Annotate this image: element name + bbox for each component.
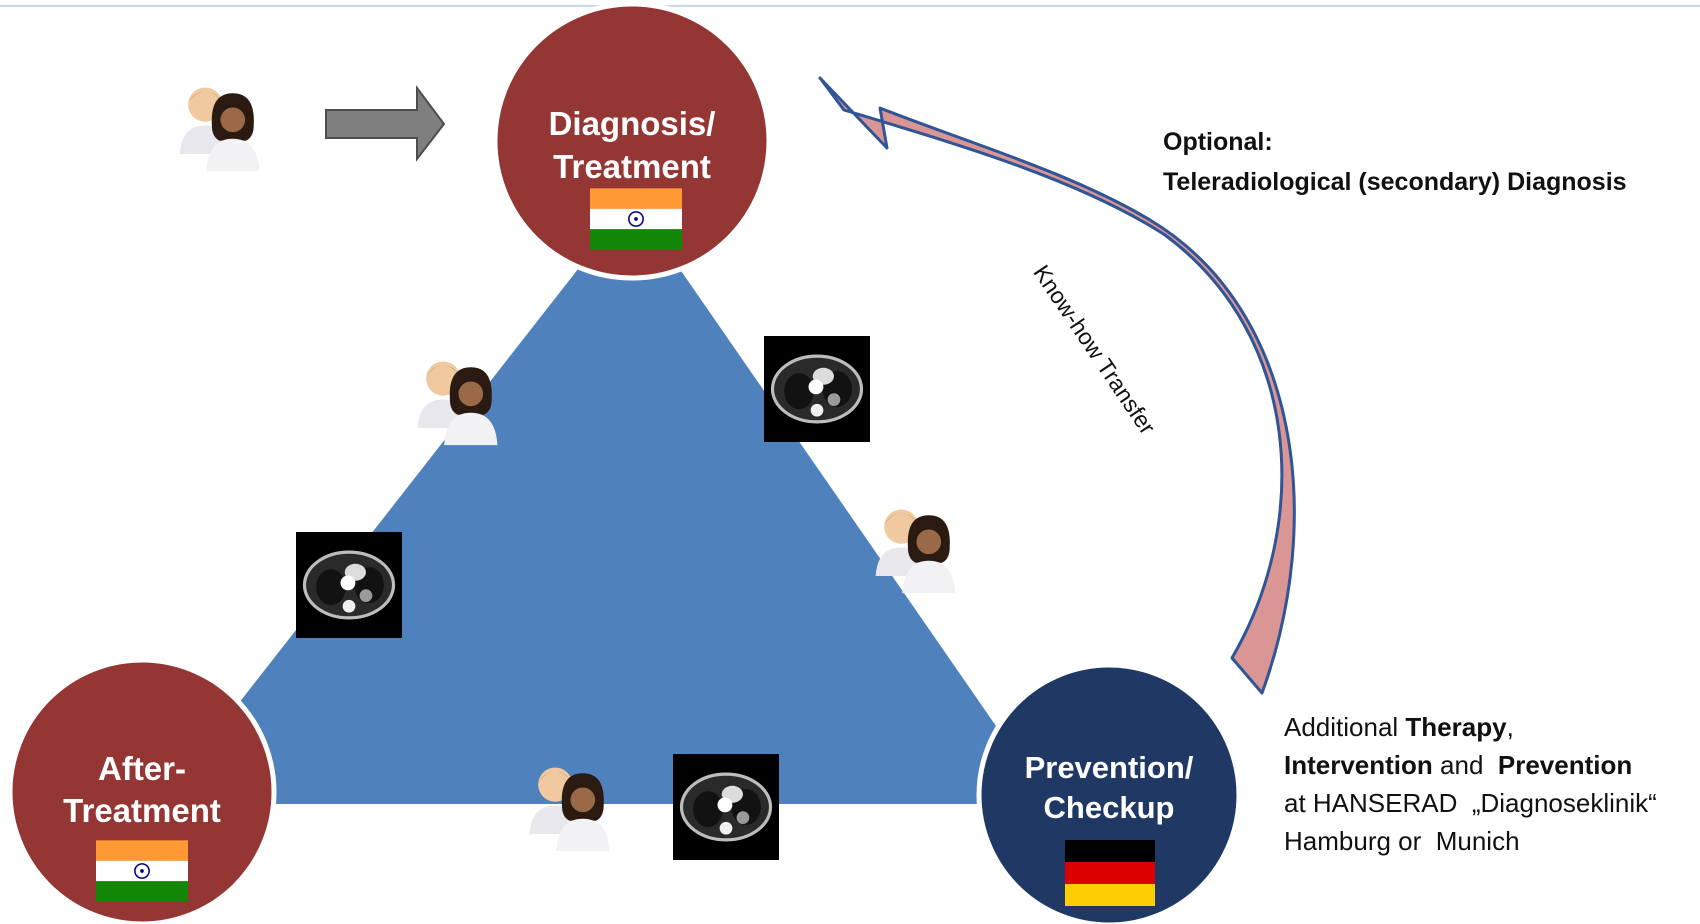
arrow-right-icon [325,85,446,162]
node-after-treatment: After- Treatment [7,657,277,924]
germany-flag [1065,840,1155,906]
patients-icon [417,361,498,446]
node-diagnosis-line1: Diagnosis/ [549,105,716,142]
india-flag [96,840,188,902]
node-prevention-line1: Prevention/ [1025,750,1194,785]
node-prevention-checkup: Prevention/ Checkup [976,662,1242,924]
india-flag [590,188,682,250]
ct-scan-icon [296,532,402,638]
additional-note-line1: Additional Therapy, [1284,712,1514,742]
optional-note-title: Optional: [1163,128,1273,156]
care-triangle [160,200,1050,804]
node-prevention-line2: Checkup [1044,790,1175,825]
optional-note-text: Teleradiological (secondary) Diagnosis [1163,168,1627,196]
ct-scan-icon [673,754,779,860]
additional-note-line2: Intervention and Prevention [1284,750,1633,780]
patients-icon [179,87,260,172]
know-how-arrow [818,76,1296,695]
additional-note-line4: Hamburg or Munich [1284,826,1520,856]
node-diagnosis-treatment: Diagnosis/ Treatment [492,1,772,281]
node-after-line2: Treatment [63,792,221,829]
node-after-line1: After- [98,750,186,787]
optional-note: Optional: Teleradiological (secondary) D… [1163,122,1627,202]
ct-scan-icon [764,336,870,442]
additional-note-line3: at HANSERAD „Diagnoseklinik“ [1284,788,1657,818]
additional-note: Additional Therapy, Intervention and Pre… [1284,708,1657,860]
patients-icon [529,767,610,852]
know-how-label: Know-how Transfer [1028,260,1161,439]
node-diagnosis-line2: Treatment [553,148,711,185]
